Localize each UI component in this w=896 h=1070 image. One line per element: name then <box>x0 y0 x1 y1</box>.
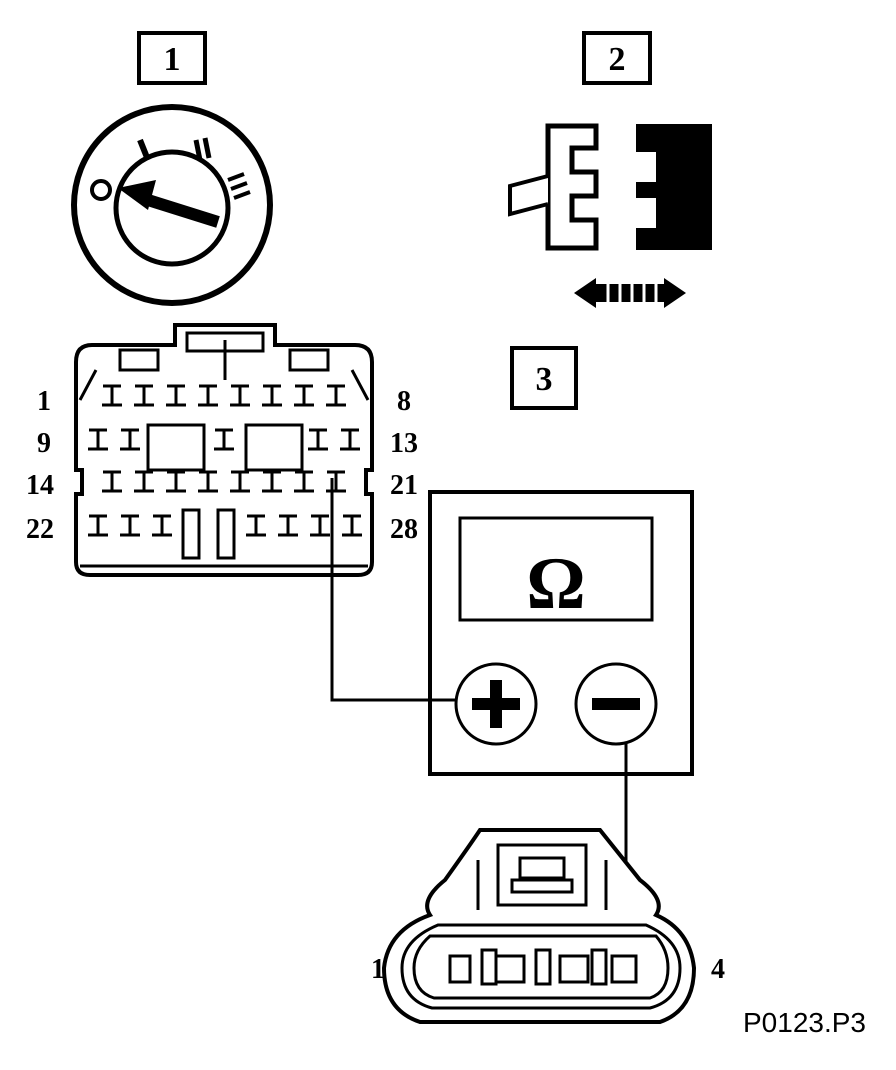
step-1-number: 1 <box>164 41 181 78</box>
ecu-pin-terminal <box>120 428 140 451</box>
ecu-row-label-left: 14 <box>26 470 54 501</box>
ecu-pin-terminal <box>198 384 218 407</box>
figure-code: P0123.P3 <box>743 1007 866 1038</box>
step-2-box: 2 <box>582 31 652 85</box>
ecu-pin-terminal <box>278 514 298 537</box>
step-3-number: 3 <box>536 361 553 398</box>
step-2-number: 2 <box>609 41 626 78</box>
connector-disconnect-icon <box>508 123 712 308</box>
ecu-row-label-right: 21 <box>390 470 418 501</box>
ecu-pin-terminal <box>262 384 282 407</box>
ecu-pin-terminal <box>166 384 186 407</box>
ecu-pin-terminal <box>214 428 234 451</box>
step-1-box: 1 <box>137 31 207 85</box>
ohmmeter: Ω <box>428 490 694 776</box>
negative-probe-jack <box>574 662 658 746</box>
sensor-pin-label-right: 4 <box>711 954 725 985</box>
ohm-symbol: Ω <box>526 543 585 625</box>
sensor-pin-terminals <box>448 948 638 986</box>
ecu-pin-terminal <box>230 470 250 493</box>
ecu-pin-terminal <box>310 514 330 537</box>
ecu-row-label-left: 1 <box>37 386 51 417</box>
ecu-row-label-left: 22 <box>26 514 54 545</box>
ecu-pin-terminal <box>152 514 172 537</box>
ecu-pin-terminal <box>340 428 360 451</box>
ecu-pin-terminal <box>230 384 250 407</box>
ecu-pin-terminal <box>262 470 282 493</box>
ecu-pin-terminal <box>326 470 346 493</box>
ecu-pin-terminals <box>88 384 362 537</box>
ecu-pin-terminal <box>326 384 346 407</box>
position-1-marker <box>137 138 151 162</box>
sensor-connector <box>381 828 697 1024</box>
ecu-row-label-right: 28 <box>390 514 418 545</box>
position-off-marker <box>90 179 112 201</box>
ecu-pin-terminal <box>166 470 186 493</box>
ecu-pin-terminal <box>342 514 362 537</box>
ecu-pin-terminal <box>294 470 314 493</box>
double-arrow-icon <box>574 278 686 308</box>
ecu-row-label-right: 13 <box>390 428 418 459</box>
ecu-pin-terminal <box>198 470 218 493</box>
ecu-pin-terminal <box>120 514 140 537</box>
ecu-row-label-left: 9 <box>37 428 51 459</box>
step-3-box: 3 <box>510 346 578 410</box>
ohmmeter-display <box>458 516 654 622</box>
ecu-connector <box>74 323 374 577</box>
ignition-switch-icon <box>71 104 273 306</box>
ecu-pin-terminal <box>102 470 122 493</box>
ecu-row-label-right: 8 <box>397 386 411 417</box>
positive-test-lead <box>330 478 456 702</box>
key-arrow-icon <box>118 180 220 228</box>
ecu-pin-terminal <box>294 384 314 407</box>
position-2-marker <box>193 137 212 161</box>
ecu-pin-terminal <box>134 470 154 493</box>
ecu-pin-terminal <box>246 514 266 537</box>
positive-probe-jack <box>454 662 538 746</box>
sensor-pin-label-left: 1 <box>371 954 385 985</box>
position-3-marker <box>227 172 251 200</box>
ecu-pin-terminal <box>308 428 328 451</box>
ecu-pin-terminal <box>102 384 122 407</box>
ecu-pin-terminal <box>134 384 154 407</box>
ecu-pin-terminal <box>88 428 108 451</box>
ecu-pin-terminal <box>88 514 108 537</box>
